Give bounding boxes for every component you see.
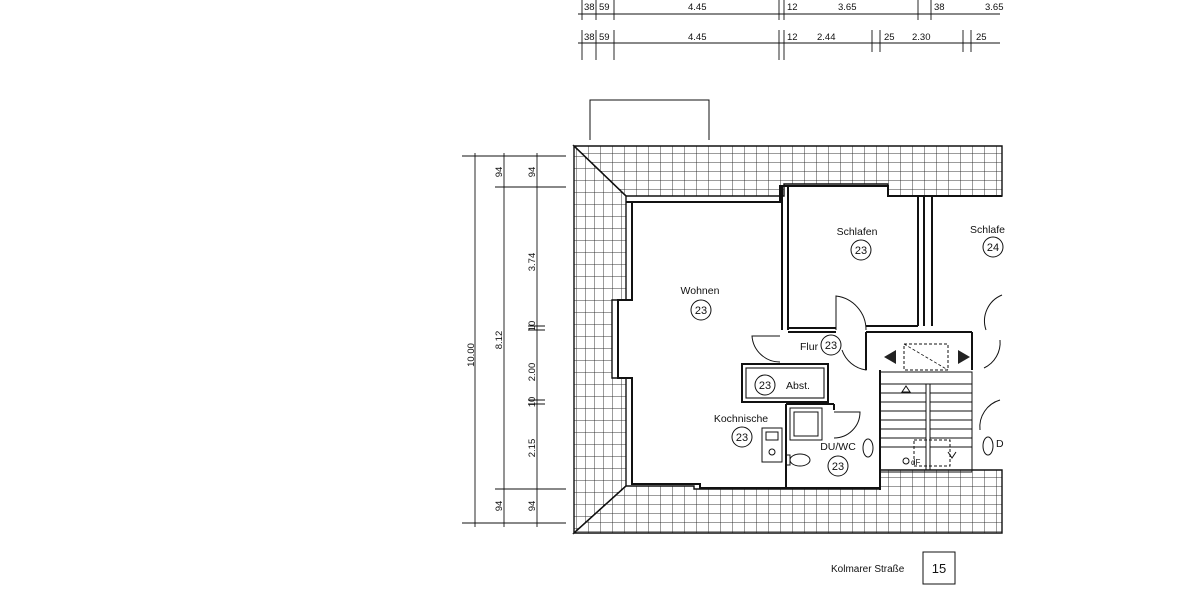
street-name: Kolmarer Straße [831, 564, 905, 575]
dim-top-r2-12: 12 [787, 32, 798, 43]
dim-left-10a: 10 [527, 321, 538, 332]
kitchen-fixtures [761, 427, 783, 463]
staircase [879, 371, 973, 473]
dim-left-10b: 10 [527, 397, 538, 408]
dim-top-r2-59: 59 [599, 32, 610, 43]
room-duwc-marker [827, 455, 849, 477]
room-kochnische-label: Kochnische [714, 413, 768, 425]
room-schlafen-number: 23 [855, 245, 867, 257]
room-flur-marker [820, 334, 842, 356]
room-schlafen-label: Schlafen [837, 226, 878, 238]
room-duwc-label: DU/WC [820, 441, 856, 453]
house-number-box [922, 551, 956, 585]
dim-top-r2-25: 25 [884, 32, 895, 43]
room-abst-label: Abst. [786, 380, 810, 392]
dim-top-r2-25b: 25 [976, 32, 987, 43]
room-partial-d-label: D [996, 438, 1004, 450]
dim-left-outer-bottom: 94 [494, 501, 505, 512]
room-abst-number: 23 [759, 380, 771, 392]
dim-top-r2-230: 2.30 [912, 32, 931, 43]
roof-tiles [572, 144, 1003, 535]
room-abst-marker [754, 374, 776, 396]
room-wohnen-marker [690, 299, 712, 321]
house-number: 15 [932, 561, 946, 576]
dim-left-215: 2.15 [527, 439, 538, 458]
walls [617, 185, 1002, 490]
roof-hatch [884, 343, 970, 371]
stair-df-label: dF [911, 458, 920, 467]
room-schlafen2-number: 24 [987, 242, 999, 254]
dim-top-r1-59: 59 [599, 2, 610, 13]
bathroom-fixtures [785, 407, 994, 467]
room-flur-number: 23 [825, 340, 837, 352]
dim-top-r1-365: 3.65 [838, 2, 857, 13]
dim-top-r1-12: 12 [787, 2, 798, 13]
dim-left-mid: 8.12 [494, 331, 505, 350]
room-kochnische-marker [731, 426, 753, 448]
dormer-outline [589, 99, 710, 140]
room-wohnen-label: Wohnen [681, 285, 720, 297]
room-schlafen-marker [850, 239, 872, 261]
door-arcs [751, 294, 1003, 439]
dim-left-200: 2.00 [527, 363, 538, 382]
left-dimension-chain [462, 153, 566, 527]
dim-left-outer-top: 94 [494, 167, 505, 178]
dim-top-r2-445: 4.45 [688, 32, 707, 43]
dim-top-r1-38b: 38 [934, 2, 945, 13]
room-duwc-number: 23 [832, 461, 844, 473]
dim-left-94-top: 94 [527, 167, 538, 178]
room-wohnen-number: 23 [695, 305, 707, 317]
dim-left-94-bottom: 94 [527, 501, 538, 512]
room-schlafen2-label: Schlafe [970, 224, 1005, 236]
dim-top-r2-244: 2.44 [817, 32, 836, 43]
dim-left-total: 10.00 [466, 343, 477, 367]
dim-left-374: 3.74 [527, 253, 538, 272]
room-flur-label: Flur [800, 341, 819, 353]
dim-top-r1-445: 4.45 [688, 2, 707, 13]
dim-top-r1-365b: 3.65 [985, 2, 1004, 13]
top-dimension-chain [578, 0, 1000, 60]
room-kochnische-number: 23 [736, 432, 748, 444]
dim-top-r1-38: 38 [584, 2, 595, 13]
room-schlafen2-marker [982, 236, 1004, 258]
dim-top-r2-38: 38 [584, 32, 595, 43]
